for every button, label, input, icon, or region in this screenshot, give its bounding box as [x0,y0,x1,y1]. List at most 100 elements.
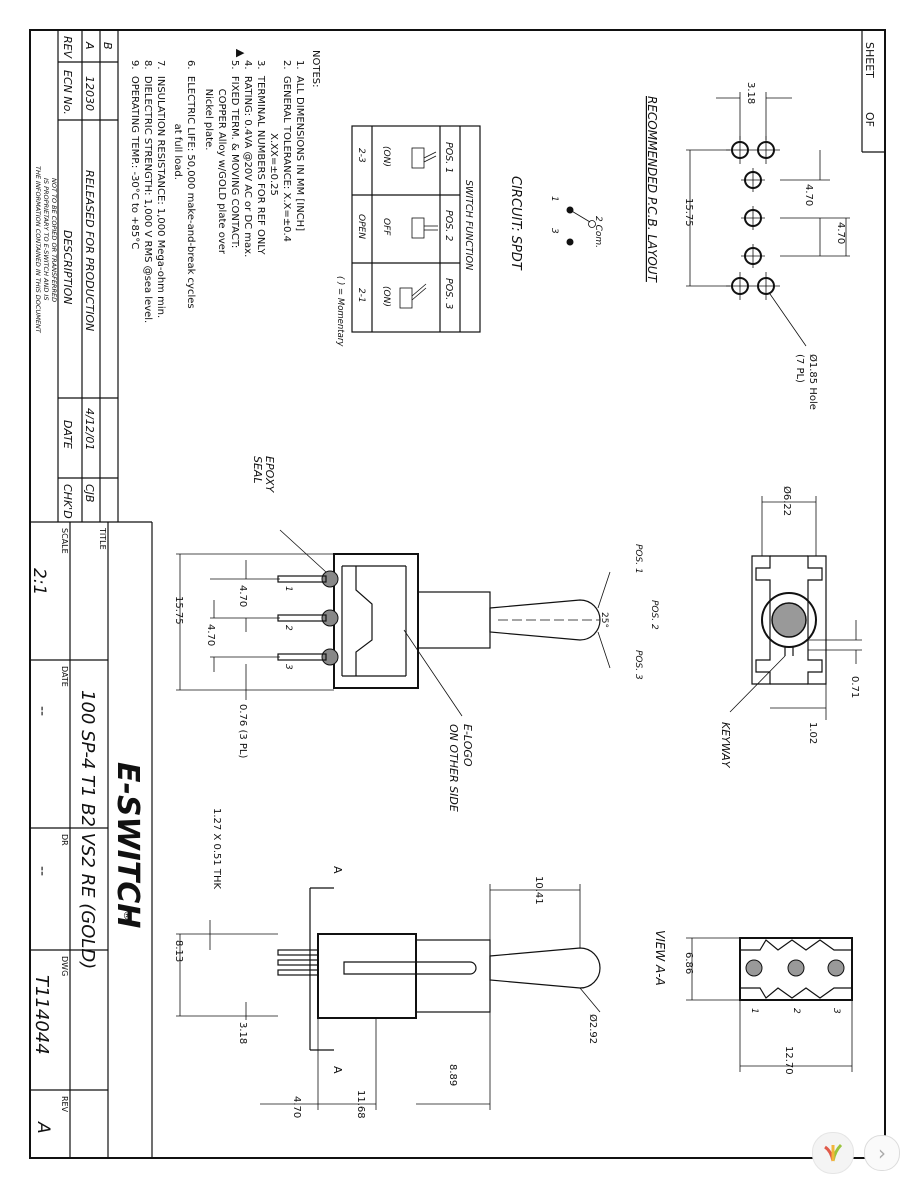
front-view-dim: 11.68 [355,1090,366,1119]
note-line: 9. OPERATING TEMP.: -30°C to +85°C [129,60,140,249]
chkd-cell: CJB [83,484,96,502]
pcb-dim: 3.18 [745,82,756,104]
description-cell: RELEASED FOR PRODUCTION [83,170,96,331]
scale-value: 2:1 [29,568,49,595]
contact-cell: 2-1 [356,288,366,303]
keyway-label: KEYWAY [719,722,732,769]
view-pin [745,959,763,977]
registered-mark: ® [121,910,134,921]
note-line: 5. FIXED TERM. & MOVING CONTACT: [229,60,240,248]
note-line: COPPER Alloy w/GOLD plate over [216,60,227,255]
e-switch-logo: E-SWITCH [110,762,145,928]
epoxy-label: EPOXY [263,456,276,493]
drawing-title: 100 SP-4 T1 B2 VS2 RE (GOLD) [77,690,98,969]
section-marker: A [331,1066,344,1074]
bushing-thread [771,602,807,638]
toggle-pos3-icon [399,283,427,309]
top-view-dim: 0.71 [849,676,860,698]
view-a-a-dim: 12.70 [783,1046,794,1075]
top-view: Ø6.22 0.71 1.02 KEYWAY [719,486,862,769]
note-line: at full load. [172,60,183,180]
toggle-pos1-icon [411,147,437,169]
pos-header: POS. 3 [443,278,454,309]
note-line: X.XX=±0.25 [268,60,279,196]
sheet-label: SHEET [863,42,876,78]
rev-label: REV [60,1096,69,1113]
pcb-hole-icon [726,136,780,300]
hole-count-label: (7 PL) [794,354,805,383]
switch-function-table: SWITCH FUNCTION POS. 1 POS. 2 POS. 3 (ON… [335,125,481,347]
proprietary-notice: NOT TO BE COPIED OR TRANSFERRED [50,178,58,302]
front-view-dim: 3.18 [237,1022,248,1044]
section-marker: A [331,866,344,874]
front-view-dim: 4.70 [291,1096,302,1118]
note-line: 7. INSULATION RESISTANCE: 1,000 Mega-ohm… [155,60,166,318]
sheet-of-block: SHEET OF [861,30,885,153]
date-col-header: DATE [61,420,74,449]
terminal-number: 1 [283,586,293,592]
contact-cell: 2-3 [356,148,366,163]
pos-label: POS. 2 [649,600,659,630]
view-a-a-dim: 6.86 [683,952,694,974]
side-view-dim: 0.76 (3 PL) [237,704,248,758]
e-logo-label: E-LOGO [461,724,474,767]
next-page-button[interactable]: › [864,1135,900,1171]
note-line: 1. ALL DIMENSIONS IN MM [INCH] [294,60,305,231]
state-cell: OFF [381,218,391,236]
side-view-dim: 4.70 [237,585,248,607]
terminal-number: 2 [283,625,293,631]
view-pin [787,959,805,977]
top-view-dim: Ø6.22 [781,486,793,516]
pos-label: POS. 3 [633,650,643,680]
side-view-dim: 15.75 [173,596,184,625]
front-view-dim: 1.27 X 0.51 THK [211,808,222,890]
ecn-cell: 12030 [83,76,96,111]
pcb-dim: 15.75 [683,198,694,227]
top-view-dim: 1.02 [807,722,818,744]
angle-label: 25° [599,612,609,628]
scale-label: SCALE [60,528,69,554]
dr-label: DR [60,834,69,846]
dr-value: -- [34,866,50,876]
view-a-a: VIEW A-A 1 2 3 6.86 12.70 [653,930,853,1075]
dwg-label: DWG [60,956,69,976]
terminal-1-label: 1 [549,196,559,202]
rev-cell: A [83,41,96,50]
of-label: OF [863,112,876,127]
terminal-number: 3 [283,664,293,670]
date-label: DATE [60,666,69,687]
view-a-a-title: VIEW A-A [653,930,667,986]
pos-header: POS. 1 [443,142,454,173]
contact-cell: OPEN [356,214,366,239]
date-value: -- [34,706,50,716]
title-label: TITLE [98,527,107,550]
dwg-number: T114044 [31,975,52,1055]
front-view-dim: 8.13 [173,940,184,962]
ecn-col-header: ECN No. [61,70,74,115]
proprietary-notice: IS PROPRIETARY TO E-SWITCH AND IS [42,178,50,300]
pos-header: POS. 2 [443,210,454,241]
view-terminal-number: 1 [749,1008,759,1014]
revision-table: REV ECN No. DESCRIPTION DATE CHK'D A 120… [34,30,119,522]
front-view-dim: 8.89 [447,1064,458,1086]
view-terminal-number: 3 [831,1008,841,1014]
pos-label: POS. 1 [633,544,643,574]
note-line: 8. DIELECTRIC STRENGTH: 1,000 V RMS @sea… [142,60,153,323]
pcb-dim: 4.70 [803,184,814,206]
terminal-leads-icon [277,949,319,976]
circuit-title: CIRCUIT: SPDT [508,176,523,271]
description-col-header: DESCRIPTION [61,230,74,304]
note-line: 4. RATING: 0.4VA @20V AC or DC max. [242,60,253,257]
pcb-layout-title: RECOMMENDED P.C.B. LAYOUT [645,96,659,284]
notes-block: NOTES: 1. ALL DIMENSIONS IN MM [INCH] 2.… [129,46,321,323]
com-label: 2 Com. [593,216,603,248]
momentary-footnote: ( ) = Momentary [335,276,345,347]
view-terminal-number: 2 [791,1008,801,1014]
date-cell: 4/12/01 [83,408,96,450]
view-pin [827,959,845,977]
circuit-diagram: CIRCUIT: SPDT 2 Com. 1 3 [508,176,603,271]
title-block: TITLE 100 SP-4 T1 B2 VS2 RE (GOLD) SCALE… [29,521,153,1158]
side-view: 1 2 3 EPOXY SEAL 15.75 4.70 4.70 0.76 (3… [173,456,659,812]
note-arrow-marker: ▶ [236,46,245,59]
